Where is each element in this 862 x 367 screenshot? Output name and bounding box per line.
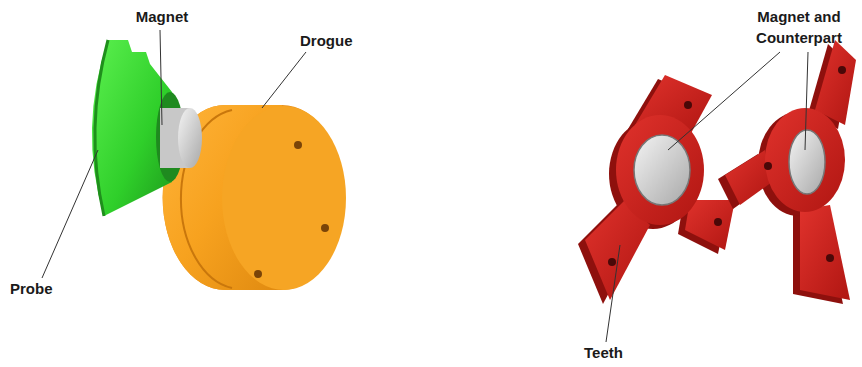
- part-label: Magnet: [130, 6, 194, 27]
- leader-line: [42, 150, 98, 278]
- tooth-piece-right: [718, 40, 856, 304]
- probe-figure: [92, 40, 202, 216]
- leader-line: [805, 52, 808, 150]
- tooth-piece-left: [578, 75, 735, 304]
- leader-line: [606, 245, 620, 342]
- leader-line: [160, 30, 162, 125]
- leader-lines: [42, 30, 808, 342]
- leader-line: [668, 52, 780, 150]
- part-label: Drogue: [300, 30, 370, 51]
- part-label: Teeth: [584, 342, 644, 363]
- part-label: Probe: [10, 278, 70, 299]
- part-label: Magnet and Counterpart: [740, 6, 858, 48]
- leader-line: [262, 52, 306, 108]
- drogue-figure: [163, 105, 346, 290]
